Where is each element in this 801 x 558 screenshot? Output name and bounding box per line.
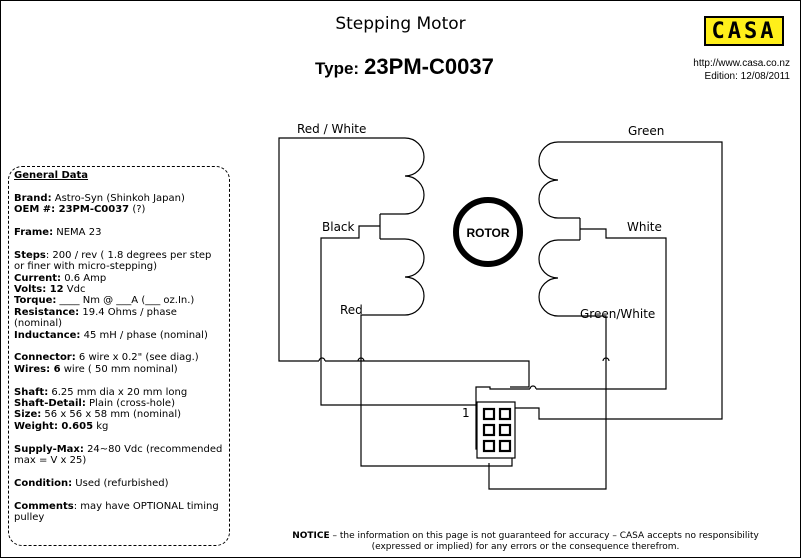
wire-black (320, 214, 490, 406)
wire-green (510, 141, 723, 420)
shaft-label: Shaft: (14, 386, 49, 398)
comments-value: : may have OPTIONAL timing pulley (14, 500, 219, 524)
type-line: Type: 23PM-C0037 (315, 54, 494, 80)
supply-value: 24~80 Vdc (recommended max = V x 25) (14, 443, 223, 467)
connector-block: Connector: 6 wire x 0.2" (see diag.) Wir… (14, 352, 224, 375)
label-red-white: Red / White (297, 122, 366, 136)
label-white: White (627, 220, 662, 234)
weight-value: kg (93, 420, 109, 432)
label-black: Black (322, 220, 355, 234)
size-value: 56 x 56 x 58 mm (nominal) (41, 409, 181, 421)
comments-label: Comments (14, 500, 74, 512)
connector-pin (498, 439, 512, 453)
current-value: 0.6 Amp (61, 272, 107, 284)
weight-label: Weight: 0.605 (14, 420, 94, 432)
wire-red-white (278, 137, 530, 388)
oem-value: (?) (129, 204, 146, 216)
label-green: Green (628, 124, 664, 138)
inductance-value: 45 mH / phase (nominal) (80, 329, 208, 341)
supply-label: Supply-Max: (14, 443, 84, 455)
wire-green-white (488, 315, 607, 490)
label-green-white: Green/White (580, 307, 655, 321)
electrical-block: Steps: 200 / rev ( 1.8 degrees per step … (14, 250, 224, 341)
mechanical-block: Shaft: 6.25 mm dia x 20 mm long Shaft-De… (14, 387, 224, 433)
right-coil-lower (538, 239, 580, 317)
wire-hop (318, 357, 326, 362)
steps-label: Steps (14, 249, 46, 261)
frame-label: Frame: (14, 227, 54, 238)
brand-value: Astro-Syn (Shinkoh Japan) (51, 192, 185, 204)
condition-block: Condition: Used (refurbished) (14, 478, 224, 489)
connector-pin (498, 407, 512, 421)
brand-label: Brand: (14, 192, 52, 204)
rotor (453, 197, 523, 267)
brand-block: Brand: Astro-Syn (Shinkoh Japan) OEM #: … (14, 193, 224, 216)
volts-label: Volts: 12 (14, 284, 64, 296)
connector-label: Connector: (14, 352, 76, 364)
connector-pin (498, 423, 512, 437)
condition-label: Condition: (14, 477, 73, 489)
website-url: http://www.casa.co.nz (693, 58, 790, 69)
shaft-value: 6.25 mm dia x 20 mm long (48, 386, 188, 398)
shaft-detail-value: Plain (cross-hole) (85, 398, 175, 410)
inductance-label: Inductance: (14, 329, 81, 341)
wire-red (360, 314, 513, 467)
general-data-heading: General Data (14, 170, 89, 181)
rotor-label: ROTOR (466, 226, 509, 240)
right-coil-upper (538, 141, 580, 219)
torque-value: ____ Nm @ ___A (___ oz.In.) (56, 295, 195, 307)
wires-value: wire ( 50 mm nominal) (60, 363, 178, 375)
left-coil-upper (380, 137, 425, 215)
resistance-value: 19.4 Ohms / phase (nominal) (14, 306, 177, 330)
wire-hop (529, 385, 537, 390)
frame-value: NEMA 23 (53, 227, 102, 238)
resistance-label: Resistance: (14, 306, 80, 318)
notice-label: NOTICE (292, 531, 330, 541)
connector-pin-1-label: 1 (462, 406, 470, 420)
type-value: 23PM-C0037 (364, 54, 494, 79)
frame-block: Frame: NEMA 23 (14, 227, 224, 238)
connector-pin (482, 407, 496, 421)
page-title: Stepping Motor (335, 14, 466, 34)
oem-label: OEM #: 23PM-C0037 (14, 204, 130, 216)
logo-text: CASA (711, 18, 777, 44)
wire-hop (357, 357, 365, 362)
steps-value: : 200 / rev ( 1.8 degrees per step or fi… (14, 249, 212, 273)
notice: NOTICE – the information on this page is… (250, 531, 801, 553)
edition-date: Edition: 12/08/2011 (704, 71, 790, 82)
wires-label: Wires: 6 (14, 363, 61, 375)
general-data-panel: General Data Brand: Astro-Syn (Shinkoh J… (8, 166, 230, 546)
shaft-detail-label: Shaft-Detail: (14, 398, 86, 410)
left-coil-lower (380, 238, 425, 316)
label-red: Red (340, 303, 363, 317)
type-label: Type: (315, 59, 360, 78)
notice-line1: – the information on this page is not gu… (329, 531, 759, 541)
condition-value: Used (refurbished) (72, 477, 169, 489)
volts-value: Vdc (63, 284, 86, 296)
connector-pin (482, 423, 496, 437)
casa-logo: CASA (704, 16, 784, 46)
connector-pin (482, 439, 496, 453)
comments-block: Comments: may have OPTIONAL timing pulle… (14, 501, 224, 524)
wire-hop (602, 357, 610, 362)
connector-value: 6 wire x 0.2" (see diag.) (75, 352, 199, 364)
size-label: Size: (14, 409, 42, 421)
notice-line2: (expressed or implied) for any errors or… (371, 542, 680, 552)
supply-block: Supply-Max: 24~80 Vdc (recommended max =… (14, 444, 224, 467)
torque-label: Torque: (14, 295, 57, 307)
current-label: Current: (14, 272, 62, 284)
